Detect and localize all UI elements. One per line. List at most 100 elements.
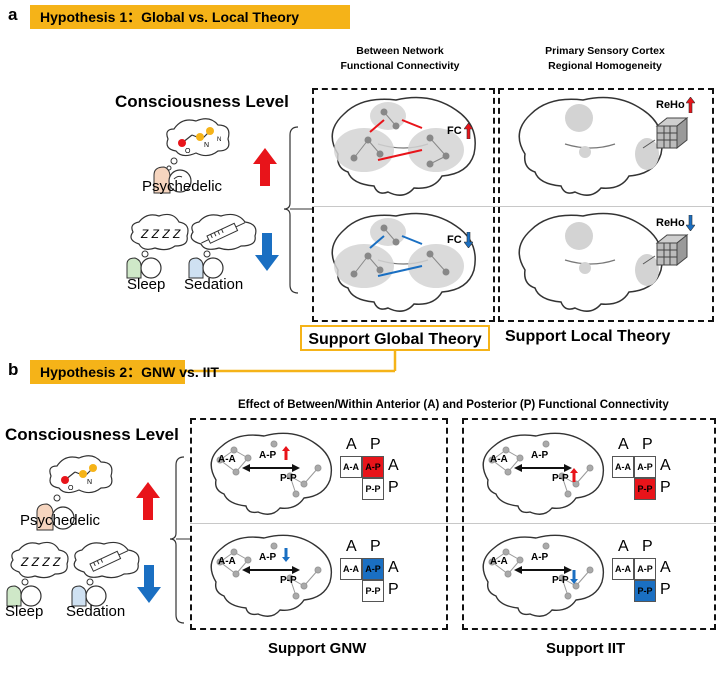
matrix-cell-pp: P-P <box>634 580 656 602</box>
matrix-iit-top: A P A-A A-P P-P A P <box>612 436 712 520</box>
state-psychedelic-a: Psychedelic <box>142 178 223 195</box>
molecule-icon: O N N <box>166 118 230 171</box>
svg-text:Z Z Z Z: Z Z Z Z <box>140 227 181 241</box>
col2-header-line2: Regional Homogeneity <box>548 60 662 72</box>
cube-icon <box>655 233 689 267</box>
matrix-axis-A-row: A <box>388 457 399 474</box>
matrix-cell-pp: P-P <box>362 580 384 602</box>
matrix-cell-aa: A-A <box>340 456 362 478</box>
matrix-axis-P: P <box>370 538 381 555</box>
reho-label-up: ReHo <box>656 99 685 111</box>
svg-text:N: N <box>87 479 92 486</box>
bracket-a <box>284 126 314 294</box>
down-arrow-icon <box>686 215 695 231</box>
matrix-cell-ap: A-P <box>362 558 384 580</box>
col1-header-line1: Between Network <box>356 45 444 57</box>
brain-icon <box>518 96 663 196</box>
matrix-cell-aa: A-A <box>612 456 634 478</box>
gnw-top-ap: A-P <box>259 450 277 461</box>
up-arrow-icon <box>464 123 473 139</box>
head-icon <box>153 166 192 194</box>
up-arrow-icon <box>282 446 290 460</box>
state-sedation-b: Sedation <box>66 603 126 620</box>
fc-label-up: FC <box>447 125 462 137</box>
matrix-axis-P: P <box>642 538 653 555</box>
svg-text:O: O <box>68 485 74 492</box>
svg-text:N: N <box>217 137 221 143</box>
matrix-axis-A-row: A <box>660 457 671 474</box>
gnw-box <box>190 418 448 630</box>
sedation-icon-b <box>71 541 140 607</box>
iit-bottom-ap: A-P <box>531 552 549 563</box>
up-arrow-icon <box>136 482 160 520</box>
brain-icon <box>210 534 333 617</box>
svg-text:N: N <box>204 142 209 149</box>
consciousness-level-title-b: Consciousness Level <box>5 425 179 444</box>
brain-icon <box>331 212 476 312</box>
up-arrow-icon <box>686 97 695 113</box>
reho-label-down: ReHo <box>656 217 685 229</box>
head-icon <box>36 503 75 531</box>
col1-header: Between Network Functional Connectivity <box>305 44 495 74</box>
brain-icon <box>518 212 663 312</box>
gnw-bottom-aa: A-A <box>218 556 236 567</box>
sedation-icon-a <box>188 213 257 279</box>
down-arrow-icon <box>464 232 473 248</box>
gnw-bottom-pp: P-P <box>280 575 297 586</box>
brain-icon <box>482 534 605 617</box>
matrix-axis-P-row: P <box>388 479 399 496</box>
panel-b-letter: b <box>8 360 19 379</box>
col1-header-line2: Functional Connectivity <box>340 60 460 72</box>
panel-b-title: Effect of Between/Within Anterior (A) an… <box>238 399 669 411</box>
matrix-axis-A: A <box>346 436 357 453</box>
matrix-cell-pp: P-P <box>362 478 384 500</box>
global-theory-box <box>312 88 495 322</box>
matrix-axis-P-row: P <box>660 581 671 598</box>
sleep-icon-b: Z Z Z Z <box>6 541 69 607</box>
gnw-bottom-ap: A-P <box>259 552 277 563</box>
down-arrow-icon <box>137 565 161 603</box>
iit-box <box>462 418 716 630</box>
syringe-icon <box>190 213 257 258</box>
matrix-cell-ap: A-P <box>634 456 656 478</box>
state-sedation-a: Sedation <box>184 276 244 293</box>
gnw-top-aa: A-A <box>218 454 236 465</box>
fc-label-down: FC <box>447 234 462 246</box>
psychedelic-icon-b: O N <box>36 455 113 531</box>
consciousness-level-title-a: Consciousness Level <box>115 92 289 111</box>
iit-top-pp: P-P <box>552 473 569 484</box>
up-arrow-icon <box>570 468 578 482</box>
support-iit: Support IIT <box>546 640 626 657</box>
matrix-axis-P-row: P <box>660 479 671 496</box>
local-theory-box <box>498 88 714 322</box>
matrix-axis-P-row: P <box>388 581 399 598</box>
matrix-gnw-top: A P A-A A-P P-P A P <box>340 436 440 520</box>
brain-icon <box>482 432 605 515</box>
matrix-iit-bottom: A P A-A A-P P-P A P <box>612 538 712 622</box>
iit-top-aa: A-A <box>490 454 508 465</box>
syringe-icon <box>73 541 140 586</box>
bracket-b <box>169 456 190 624</box>
matrix-axis-A-row: A <box>660 559 671 576</box>
iit-bottom-aa: A-A <box>490 556 508 567</box>
svg-text:Z Z Z Z: Z Z Z Z <box>20 555 61 569</box>
divider-a <box>312 206 714 207</box>
hypothesis-2-banner: Hypothesis 2：GNW vs. IIT <box>30 360 219 384</box>
panel-a-letter: a <box>8 5 18 24</box>
gnw-top-pp: P-P <box>280 473 297 484</box>
support-local-theory: Support Local Theory <box>505 328 671 345</box>
matrix-cell-aa: A-A <box>612 558 634 580</box>
sleep-icon-a: Z Z Z Z <box>126 213 189 279</box>
brain-icon <box>210 432 333 515</box>
psychedelic-icon-a: O N N <box>153 118 230 194</box>
matrix-axis-A: A <box>618 538 629 555</box>
iit-bottom-pp: P-P <box>552 575 569 586</box>
iit-top-ap: A-P <box>531 450 549 461</box>
col2-header: Primary Sensory Cortex Regional Homogene… <box>510 44 700 74</box>
sleep-icon: Z Z Z Z <box>130 213 189 258</box>
matrix-gnw-bottom: A P A-A A-P P-P A P <box>340 538 440 622</box>
state-sleep-a: Sleep <box>127 276 166 293</box>
matrix-axis-P: P <box>370 436 381 453</box>
svg-text:O: O <box>185 148 191 155</box>
col2-header-line1: Primary Sensory Cortex <box>545 45 665 57</box>
